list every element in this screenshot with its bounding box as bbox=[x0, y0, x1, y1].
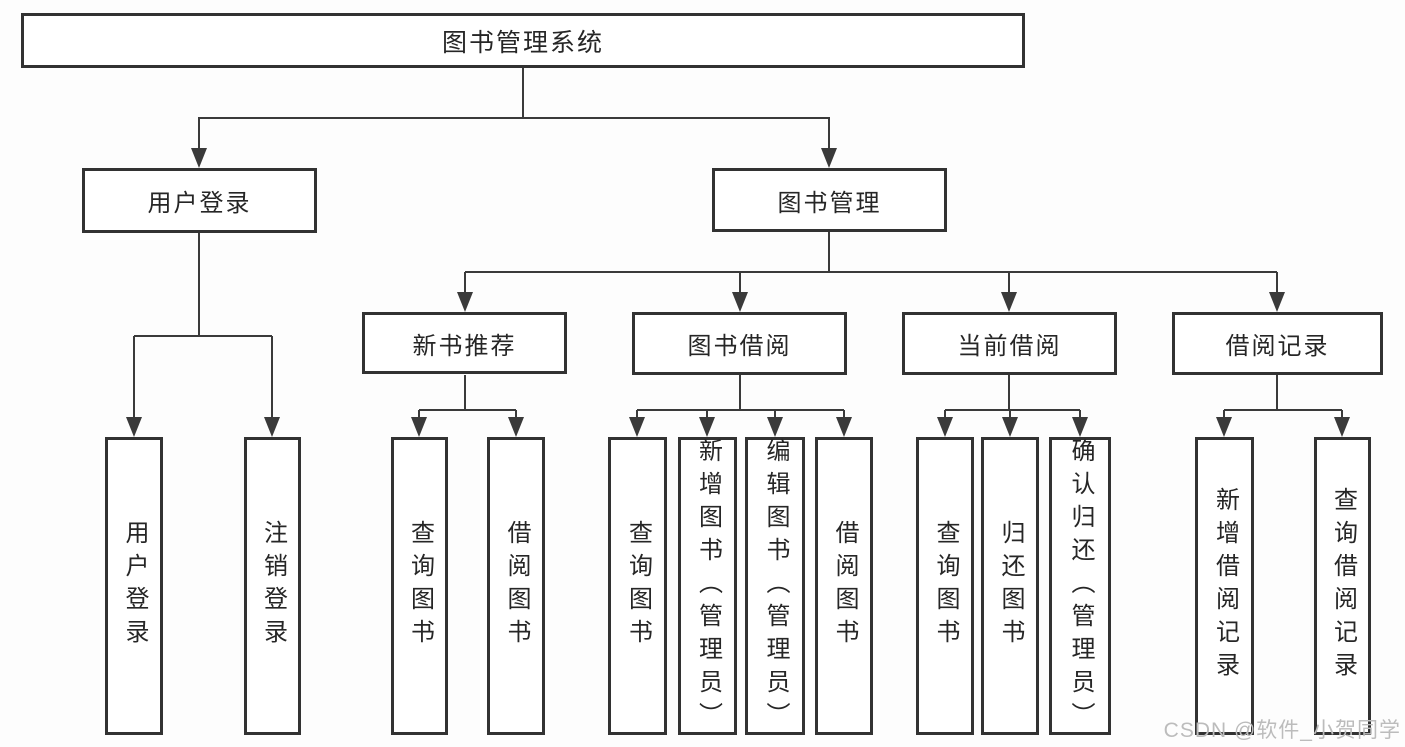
node-borrowing-records: 借阅记录 bbox=[1172, 312, 1383, 375]
arrow-down-icon bbox=[1001, 292, 1017, 312]
leaf-cb-query-book: 查询图书 bbox=[916, 437, 974, 735]
edge-vertical-line bbox=[418, 410, 420, 419]
leaf-bb-query-book: 查询图书 bbox=[608, 437, 667, 735]
edge-vertical-line bbox=[1223, 410, 1225, 419]
node-label: 借阅记录 bbox=[1225, 333, 1330, 360]
arrow-down-icon bbox=[1334, 417, 1350, 437]
edge-vertical-line bbox=[774, 410, 776, 419]
node-label: 图书管理系统 bbox=[441, 28, 604, 57]
arrow-down-icon bbox=[126, 417, 142, 437]
node-book-borrowing: 图书借阅 bbox=[632, 312, 847, 375]
arrow-down-icon bbox=[457, 292, 473, 312]
leaf-label: 借阅图书 bbox=[503, 520, 530, 652]
leaf-label: 归还图书 bbox=[997, 520, 1024, 652]
leaf-br-add-record: 新增借阅记录 bbox=[1195, 437, 1254, 735]
node-label: 图书管理 bbox=[777, 189, 882, 217]
leaf-nbr-query-book: 查询图书 bbox=[391, 437, 448, 735]
leaf-user-login: 用户登录 bbox=[105, 437, 163, 735]
edge-horizontal-line bbox=[419, 409, 516, 411]
leaf-cb-confirm-return-admin: 确认归还（管理员） bbox=[1049, 437, 1111, 735]
edge-vertical-line bbox=[1008, 375, 1010, 410]
leaf-label: 编辑图书（管理员） bbox=[762, 437, 789, 735]
arrow-down-icon bbox=[629, 417, 645, 437]
node-library-management-system: 图书管理系统 bbox=[21, 13, 1025, 68]
edge-horizontal-line bbox=[134, 335, 272, 337]
edge-vertical-line bbox=[515, 410, 517, 419]
edge-vertical-line bbox=[271, 336, 273, 419]
arrow-down-icon bbox=[1269, 292, 1285, 312]
edge-horizontal-line bbox=[637, 409, 844, 411]
arrow-down-icon bbox=[191, 148, 207, 168]
arrow-down-icon bbox=[836, 417, 852, 437]
leaf-label: 注销登录 bbox=[259, 520, 287, 652]
edge-vertical-line bbox=[1341, 410, 1343, 419]
edge-horizontal-line bbox=[945, 409, 1080, 411]
node-label: 新书推荐 bbox=[412, 332, 517, 360]
edge-vertical-line bbox=[1276, 272, 1278, 294]
csdn-watermark: CSDN @软件_小贺同学 bbox=[1163, 719, 1401, 742]
arrow-down-icon bbox=[1002, 417, 1018, 437]
leaf-label: 用户登录 bbox=[121, 520, 148, 652]
leaf-cb-return-book: 归还图书 bbox=[981, 437, 1039, 735]
arrow-down-icon bbox=[1216, 417, 1232, 437]
node-current-borrowing: 当前借阅 bbox=[902, 312, 1117, 375]
edge-vertical-line bbox=[843, 410, 845, 419]
leaf-bb-add-book-admin: 新增图书（管理员） bbox=[678, 437, 737, 735]
leaf-label: 查询图书 bbox=[406, 520, 434, 652]
leaf-label: 借阅图书 bbox=[831, 520, 858, 652]
arrow-down-icon bbox=[937, 417, 953, 437]
arrow-down-icon bbox=[264, 417, 280, 437]
edge-vertical-line bbox=[1008, 272, 1010, 294]
node-user-login: 用户登录 bbox=[82, 168, 317, 233]
edge-vertical-line bbox=[1009, 410, 1011, 419]
arrow-down-icon bbox=[411, 417, 427, 437]
arrow-down-icon bbox=[508, 417, 524, 437]
edge-vertical-line bbox=[636, 410, 638, 419]
edge-vertical-line bbox=[1079, 410, 1081, 419]
edge-horizontal-line bbox=[198, 117, 830, 119]
leaf-nbr-borrow-book: 借阅图书 bbox=[487, 437, 545, 735]
edge-vertical-line bbox=[133, 336, 135, 419]
edge-vertical-line bbox=[944, 410, 946, 419]
arrow-down-icon bbox=[699, 417, 715, 437]
leaf-label: 确认归还（管理员） bbox=[1067, 437, 1094, 735]
leaf-label: 查询图书 bbox=[932, 520, 959, 652]
edge-vertical-line bbox=[828, 232, 830, 272]
edge-vertical-line bbox=[828, 118, 830, 150]
leaf-label: 新增图书（管理员） bbox=[694, 437, 722, 735]
leaf-label: 新增借阅记录 bbox=[1211, 487, 1239, 685]
arrow-down-icon bbox=[821, 148, 837, 168]
edge-vertical-line bbox=[198, 118, 200, 150]
edge-horizontal-line bbox=[465, 271, 1277, 273]
edge-vertical-line bbox=[739, 375, 741, 410]
leaf-bb-edit-book-admin: 编辑图书（管理员） bbox=[745, 437, 805, 735]
arrow-down-icon bbox=[767, 417, 783, 437]
node-label: 图书借阅 bbox=[687, 333, 792, 360]
leaf-logout: 注销登录 bbox=[244, 437, 301, 735]
edge-vertical-line bbox=[1276, 375, 1278, 410]
edge-vertical-line bbox=[522, 68, 524, 118]
edge-horizontal-line bbox=[1224, 409, 1342, 411]
leaf-bb-borrow-book: 借阅图书 bbox=[815, 437, 873, 735]
leaf-label: 查询图书 bbox=[624, 520, 652, 652]
leaf-label: 查询借阅记录 bbox=[1329, 487, 1357, 685]
leaf-br-query-record: 查询借阅记录 bbox=[1314, 437, 1371, 735]
edge-vertical-line bbox=[464, 375, 466, 410]
arrow-down-icon bbox=[732, 292, 748, 312]
node-label: 用户登录 bbox=[147, 190, 252, 217]
edge-vertical-line bbox=[706, 410, 708, 419]
arrow-down-icon bbox=[1072, 417, 1088, 437]
edge-vertical-line bbox=[464, 272, 466, 294]
node-new-book-recommendation: 新书推荐 bbox=[362, 312, 567, 374]
edge-vertical-line bbox=[198, 233, 200, 336]
node-label: 当前借阅 bbox=[957, 333, 1062, 360]
node-book-management: 图书管理 bbox=[712, 168, 947, 232]
edge-vertical-line bbox=[739, 272, 741, 294]
